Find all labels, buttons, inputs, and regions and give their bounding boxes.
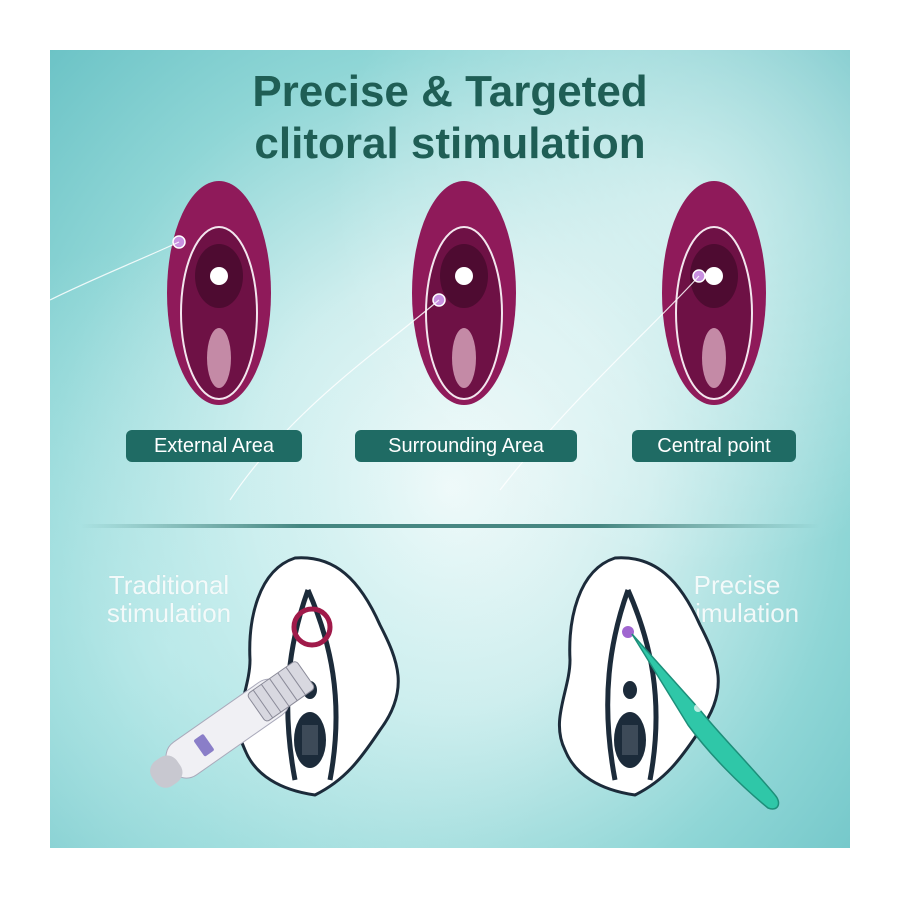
label-surrounding-area: Surrounding Area xyxy=(355,430,577,462)
traditional-label-line-2: stimulation xyxy=(106,598,232,628)
headline-line-1: Precise & Targeted xyxy=(252,67,648,116)
headline-line-2: clitoral stimulation xyxy=(254,119,646,168)
oval-central-point xyxy=(662,181,766,405)
oval-external-area xyxy=(167,181,271,405)
label-central-point: Central point xyxy=(632,430,796,462)
label-external-area: External Area xyxy=(126,430,302,462)
traditional-wand-illustration xyxy=(150,556,400,797)
oval-surrounding-area xyxy=(412,181,516,405)
precise-label-line-1: Precise xyxy=(693,570,781,600)
product-panel: Precise & Targeted clitoral stimulation … xyxy=(50,50,850,848)
section-divider xyxy=(80,524,820,528)
traditional-label-line-1: Traditional xyxy=(108,570,230,600)
precise-device-illustration xyxy=(557,556,780,810)
